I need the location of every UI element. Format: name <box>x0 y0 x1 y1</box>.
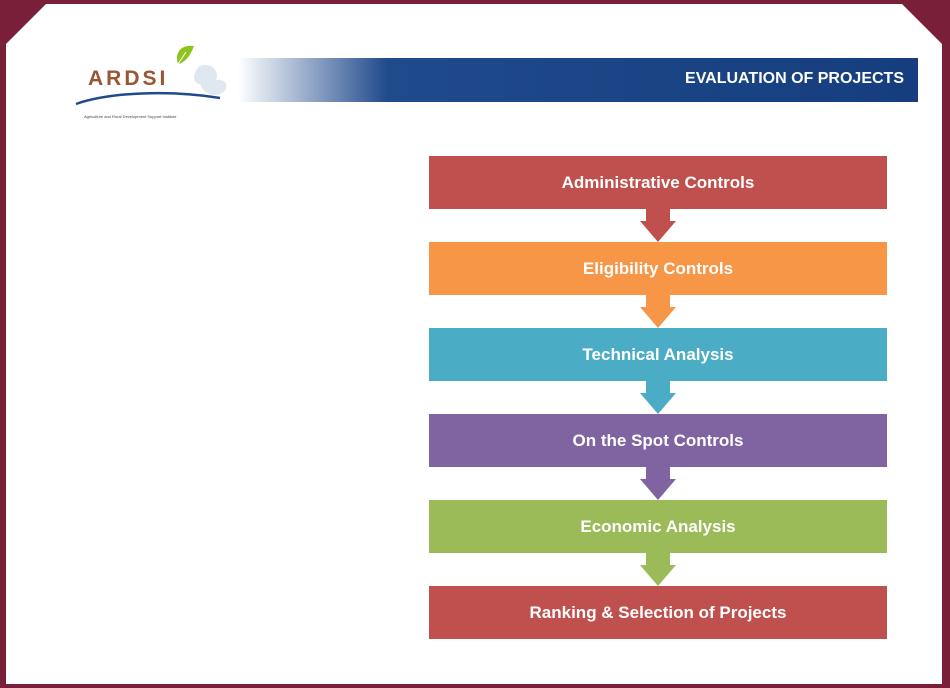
slide-frame: ARDSI Agriculture and Rural Development … <box>6 4 942 684</box>
header-bar: EVALUATION OF PROJECTS <box>238 58 918 102</box>
step-administrative-controls: Administrative Controls <box>429 156 887 209</box>
page-title: EVALUATION OF PROJECTS <box>685 70 904 87</box>
arrow-down-icon <box>640 209 676 242</box>
step-economic-analysis: Economic Analysis <box>429 500 887 553</box>
flow-arrow <box>429 209 887 242</box>
step-on-the-spot-controls: On the Spot Controls <box>429 414 887 467</box>
flow-arrow <box>429 381 887 414</box>
step-ranking-selection: Ranking & Selection of Projects <box>429 586 887 639</box>
step-label: Administrative Controls <box>561 172 755 192</box>
step-label: Eligibility Controls <box>582 258 734 278</box>
logo-graphic <box>75 45 227 106</box>
flow-arrow <box>429 467 887 500</box>
logo-text: ARDSI <box>88 67 169 90</box>
step-eligibility-controls: Eligibility Controls <box>429 242 887 295</box>
step-label: Ranking & Selection of Projects <box>529 602 787 622</box>
step-label: On the Spot Controls <box>572 430 744 450</box>
process-flow: Administrative Controls Eligibility Cont… <box>429 156 887 639</box>
flow-arrow <box>429 553 887 586</box>
step-label: Economic Analysis <box>580 516 736 536</box>
flow-arrow <box>429 295 887 328</box>
step-technical-analysis: Technical Analysis <box>429 328 887 381</box>
logo-tagline: Agriculture and Rural Development Suppor… <box>84 114 177 119</box>
arrow-down-icon <box>640 467 676 500</box>
step-label: Technical Analysis <box>582 344 734 364</box>
arrow-down-icon <box>640 295 676 328</box>
ardsi-logo: ARDSI Agriculture and Rural Development … <box>70 44 250 119</box>
arrow-down-icon <box>640 381 676 414</box>
arrow-down-icon <box>640 553 676 586</box>
